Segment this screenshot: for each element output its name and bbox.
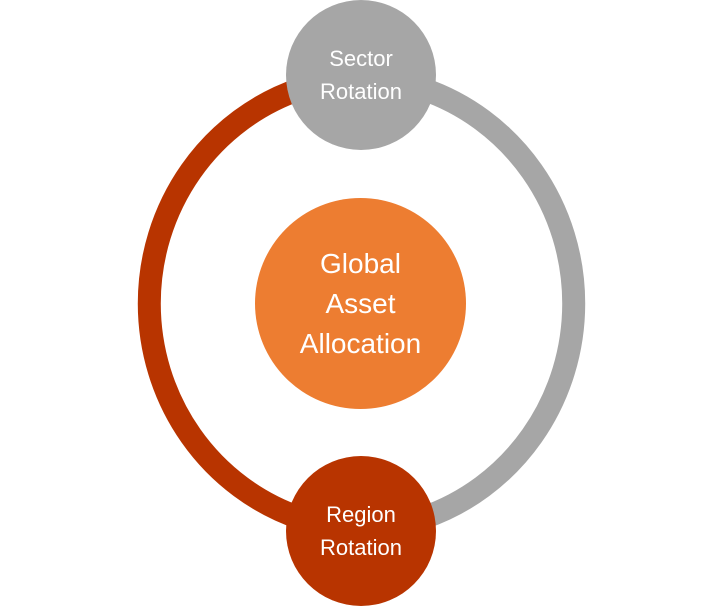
region-rotation-node: Region Rotation xyxy=(286,456,436,606)
global-asset-allocation-label-line3: Allocation xyxy=(299,327,422,359)
global-asset-allocation-label-line1: Global xyxy=(320,247,401,279)
sector-rotation-node: Sector Rotation xyxy=(286,0,436,150)
region-rotation-label-line1: Region xyxy=(326,502,396,527)
right-cycle-arc xyxy=(419,78,586,529)
sector-rotation-label-line2: Rotation xyxy=(320,79,402,104)
global-asset-allocation-node: Global Asset Allocation xyxy=(255,198,466,409)
global-asset-allocation-label-line2: Asset xyxy=(325,287,396,319)
left-cycle-arc xyxy=(137,78,304,529)
sector-rotation-label-line1: Sector xyxy=(329,46,393,71)
region-rotation-label-line2: Rotation xyxy=(320,535,402,560)
